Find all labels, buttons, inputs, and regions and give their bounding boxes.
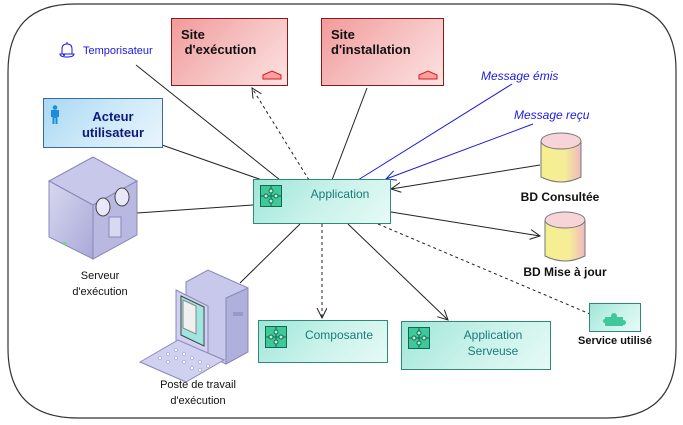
edge-service	[377, 223, 591, 315]
serveur-label[interactable]: Serveur d'exécution	[72, 270, 128, 298]
edge-app-serveuse	[347, 223, 448, 320]
edge-poste	[239, 223, 301, 284]
message-emis-label[interactable]: Message émis	[481, 69, 559, 83]
puzzle-icon	[408, 327, 430, 349]
database-icon	[544, 211, 586, 262]
composante-node[interactable]: Composante	[258, 320, 388, 363]
edge-bd-maj	[390, 211, 540, 236]
workstation-icon	[138, 269, 249, 382]
edge-site-installation	[331, 87, 368, 181]
puzzle-icon	[265, 326, 287, 348]
message-recu-label[interactable]: Message reçu	[514, 108, 590, 122]
app-serveuse-label: Application Serveuse	[463, 328, 523, 358]
puzzle-icon	[260, 185, 282, 207]
service-utilise-node[interactable]	[589, 303, 641, 332]
composante-label: Composante	[304, 328, 374, 342]
puzzle-piece-icon	[603, 313, 626, 326]
bd-consultee-label[interactable]: BD Consultée	[520, 190, 600, 204]
person-icon	[51, 105, 59, 124]
database-icon	[540, 132, 582, 183]
service-label[interactable]: Service utilisé	[578, 335, 652, 347]
edge-temporisateur	[135, 64, 281, 181]
site-installation-label: Site d'installation	[331, 27, 411, 57]
edge-bd-consultee	[391, 164, 541, 189]
poste-label[interactable]: Poste de travail d'exécution	[160, 379, 236, 407]
edge-message-recu	[386, 123, 534, 179]
edge-acteur	[161, 144, 263, 181]
site-icon	[418, 70, 438, 80]
acteur-utilisateur-node[interactable]: Acteur utilisateur	[43, 98, 163, 148]
application-node[interactable]: Application	[253, 179, 391, 224]
site-icon	[262, 70, 282, 80]
application-serveuse-node[interactable]: Application Serveuse	[401, 321, 551, 370]
edge-serveur	[136, 204, 254, 214]
site-execution-label: Site d'exécution	[181, 27, 257, 57]
bd-maj-label[interactable]: BD Mise à jour	[523, 265, 607, 279]
edge-site-execution	[252, 88, 310, 181]
bell-icon	[59, 42, 75, 58]
acteur-label: Acteur utilisateur	[81, 109, 145, 140]
application-label: Application	[310, 187, 370, 201]
site-execution-node[interactable]: Site d'exécution	[171, 18, 288, 86]
site-installation-node[interactable]: Site d'installation	[321, 18, 444, 86]
server-icon	[47, 156, 139, 260]
temporisateur-label[interactable]: Temporisateur	[83, 45, 153, 57]
edge-message-emis	[357, 83, 513, 181]
